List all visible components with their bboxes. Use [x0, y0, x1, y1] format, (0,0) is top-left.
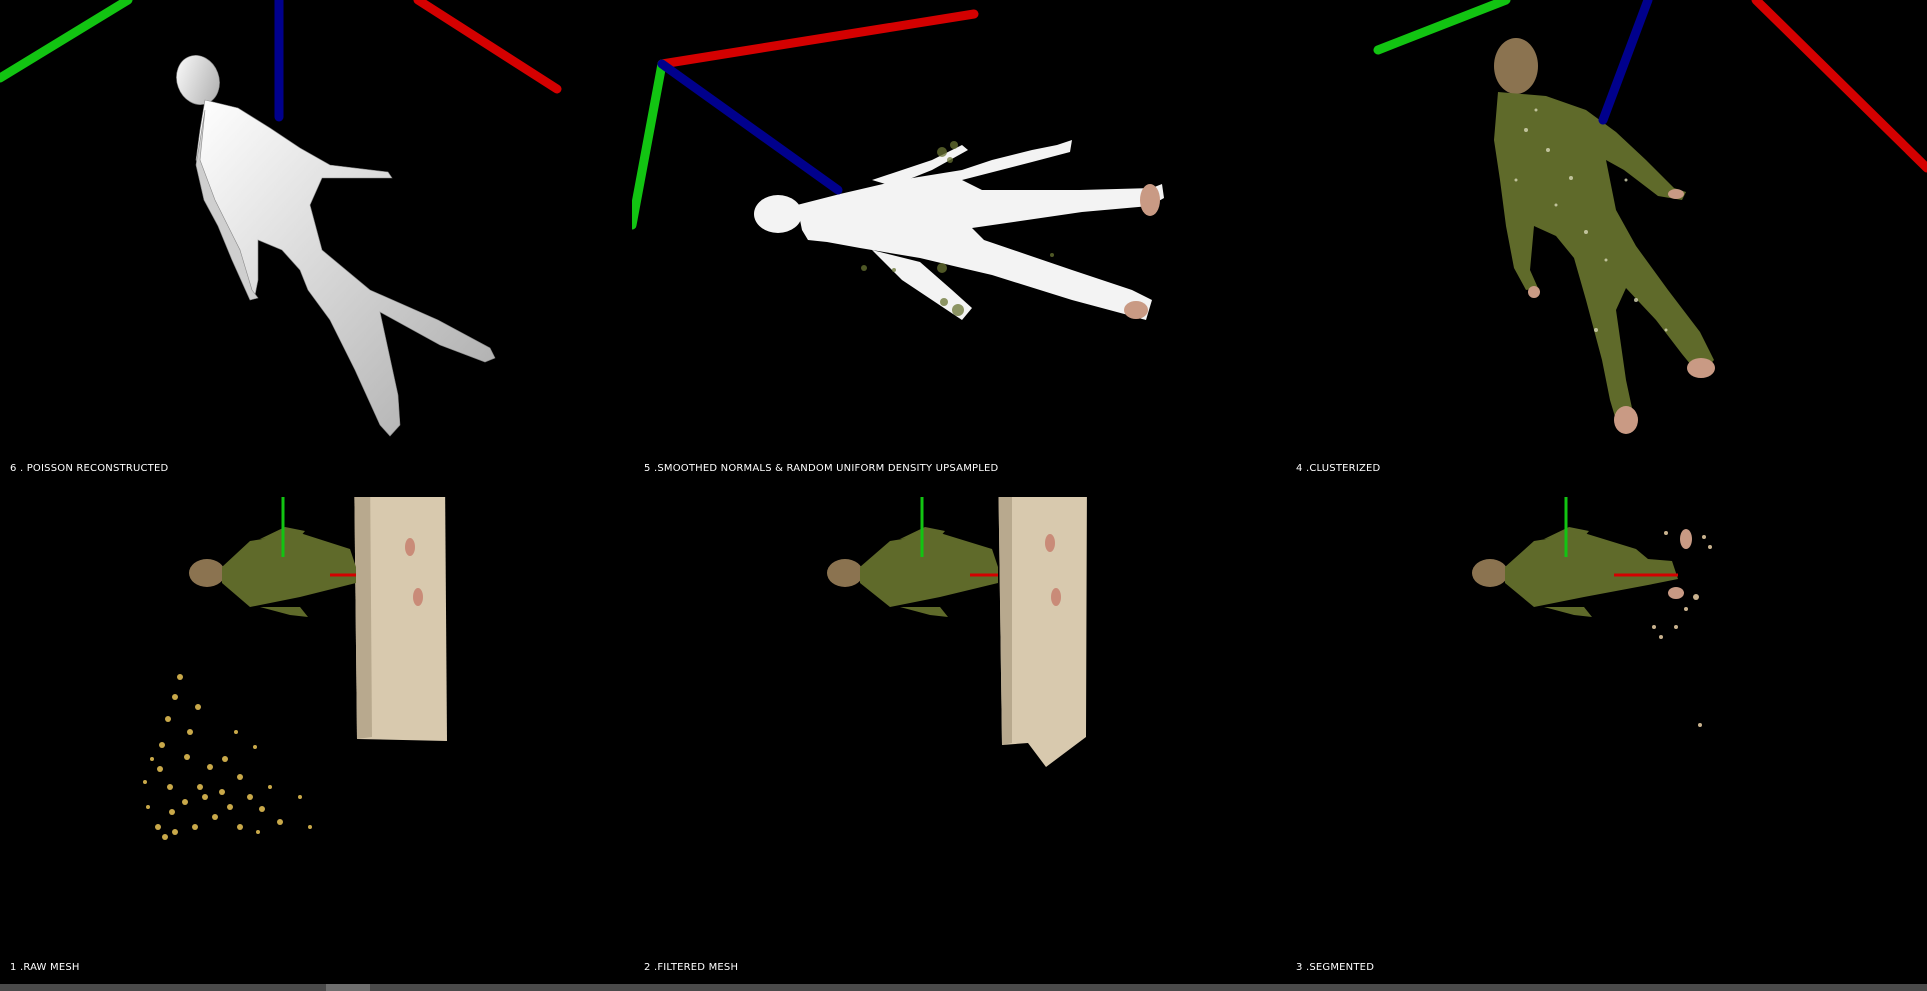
- residual-points: [1652, 531, 1712, 727]
- panel-caption: 1 .RAW MESH: [10, 962, 80, 973]
- clusterized-body: [1494, 38, 1714, 420]
- axis-y-green: [632, 59, 667, 230]
- poisson-body: [176, 55, 496, 437]
- axis-y-green: [1373, 0, 1511, 55]
- viewport-smoothed-normals[interactable]: 5 .SMOOTHED NORMALS & RANDOM UNIFORM DEN…: [632, 0, 1284, 495]
- filtered-mesh-scene: [827, 497, 1087, 767]
- poisson-mesh-scene: [0, 0, 562, 437]
- raw-body: [189, 527, 356, 617]
- panel-caption: 2 .FILTERED MESH: [644, 962, 739, 973]
- filtered-body: [827, 527, 998, 617]
- clusterized-speckle: [1514, 108, 1668, 332]
- clusterized-scene: [1373, 0, 1927, 434]
- horizontal-scrollbar[interactable]: [0, 984, 1927, 991]
- axis-x-red: [1751, 0, 1927, 173]
- viewport-poisson-reconstructed[interactable]: 6 . POISSON RECONSTRUCTED: [0, 0, 630, 495]
- noise-points: [143, 674, 312, 840]
- smoothed-cloud-scene: [632, 9, 1164, 320]
- clusterized-skin: [1528, 189, 1715, 434]
- smoothed-body-shading: [861, 141, 1054, 316]
- axis-x-red: [657, 9, 979, 69]
- scrollbar-thumb[interactable]: [326, 984, 370, 991]
- raw-mesh-scene: [143, 497, 447, 840]
- viewport-segmented[interactable]: 3 .SEGMENTED: [1286, 497, 1927, 984]
- wall-plane: [354, 497, 447, 741]
- segmented-feet: [1668, 529, 1692, 599]
- panel-caption: 6 . POISSON RECONSTRUCTED: [10, 463, 169, 474]
- viewport-clusterized[interactable]: 4 .CLUSTERIZED: [1286, 0, 1927, 495]
- axis-x-red: [413, 0, 562, 94]
- smoothed-body: [754, 140, 1164, 320]
- panel-caption: 4 .CLUSTERIZED: [1296, 463, 1381, 474]
- viewport-filtered-mesh[interactable]: 2 .FILTERED MESH: [632, 497, 1284, 984]
- axis-z-blue: [1598, 0, 1653, 125]
- smoothed-feet: [1124, 184, 1160, 319]
- panel-caption: 5 .SMOOTHED NORMALS & RANDOM UNIFORM DEN…: [644, 463, 999, 474]
- segmented-scene: [1472, 497, 1712, 727]
- wall-plane: [998, 497, 1087, 767]
- viewport-raw-mesh[interactable]: 1 .RAW MESH: [0, 497, 630, 984]
- segmented-body: [1472, 527, 1678, 617]
- axis-y-green: [0, 0, 133, 83]
- panel-caption: 3 .SEGMENTED: [1296, 962, 1375, 973]
- axis-z-blue: [657, 59, 843, 195]
